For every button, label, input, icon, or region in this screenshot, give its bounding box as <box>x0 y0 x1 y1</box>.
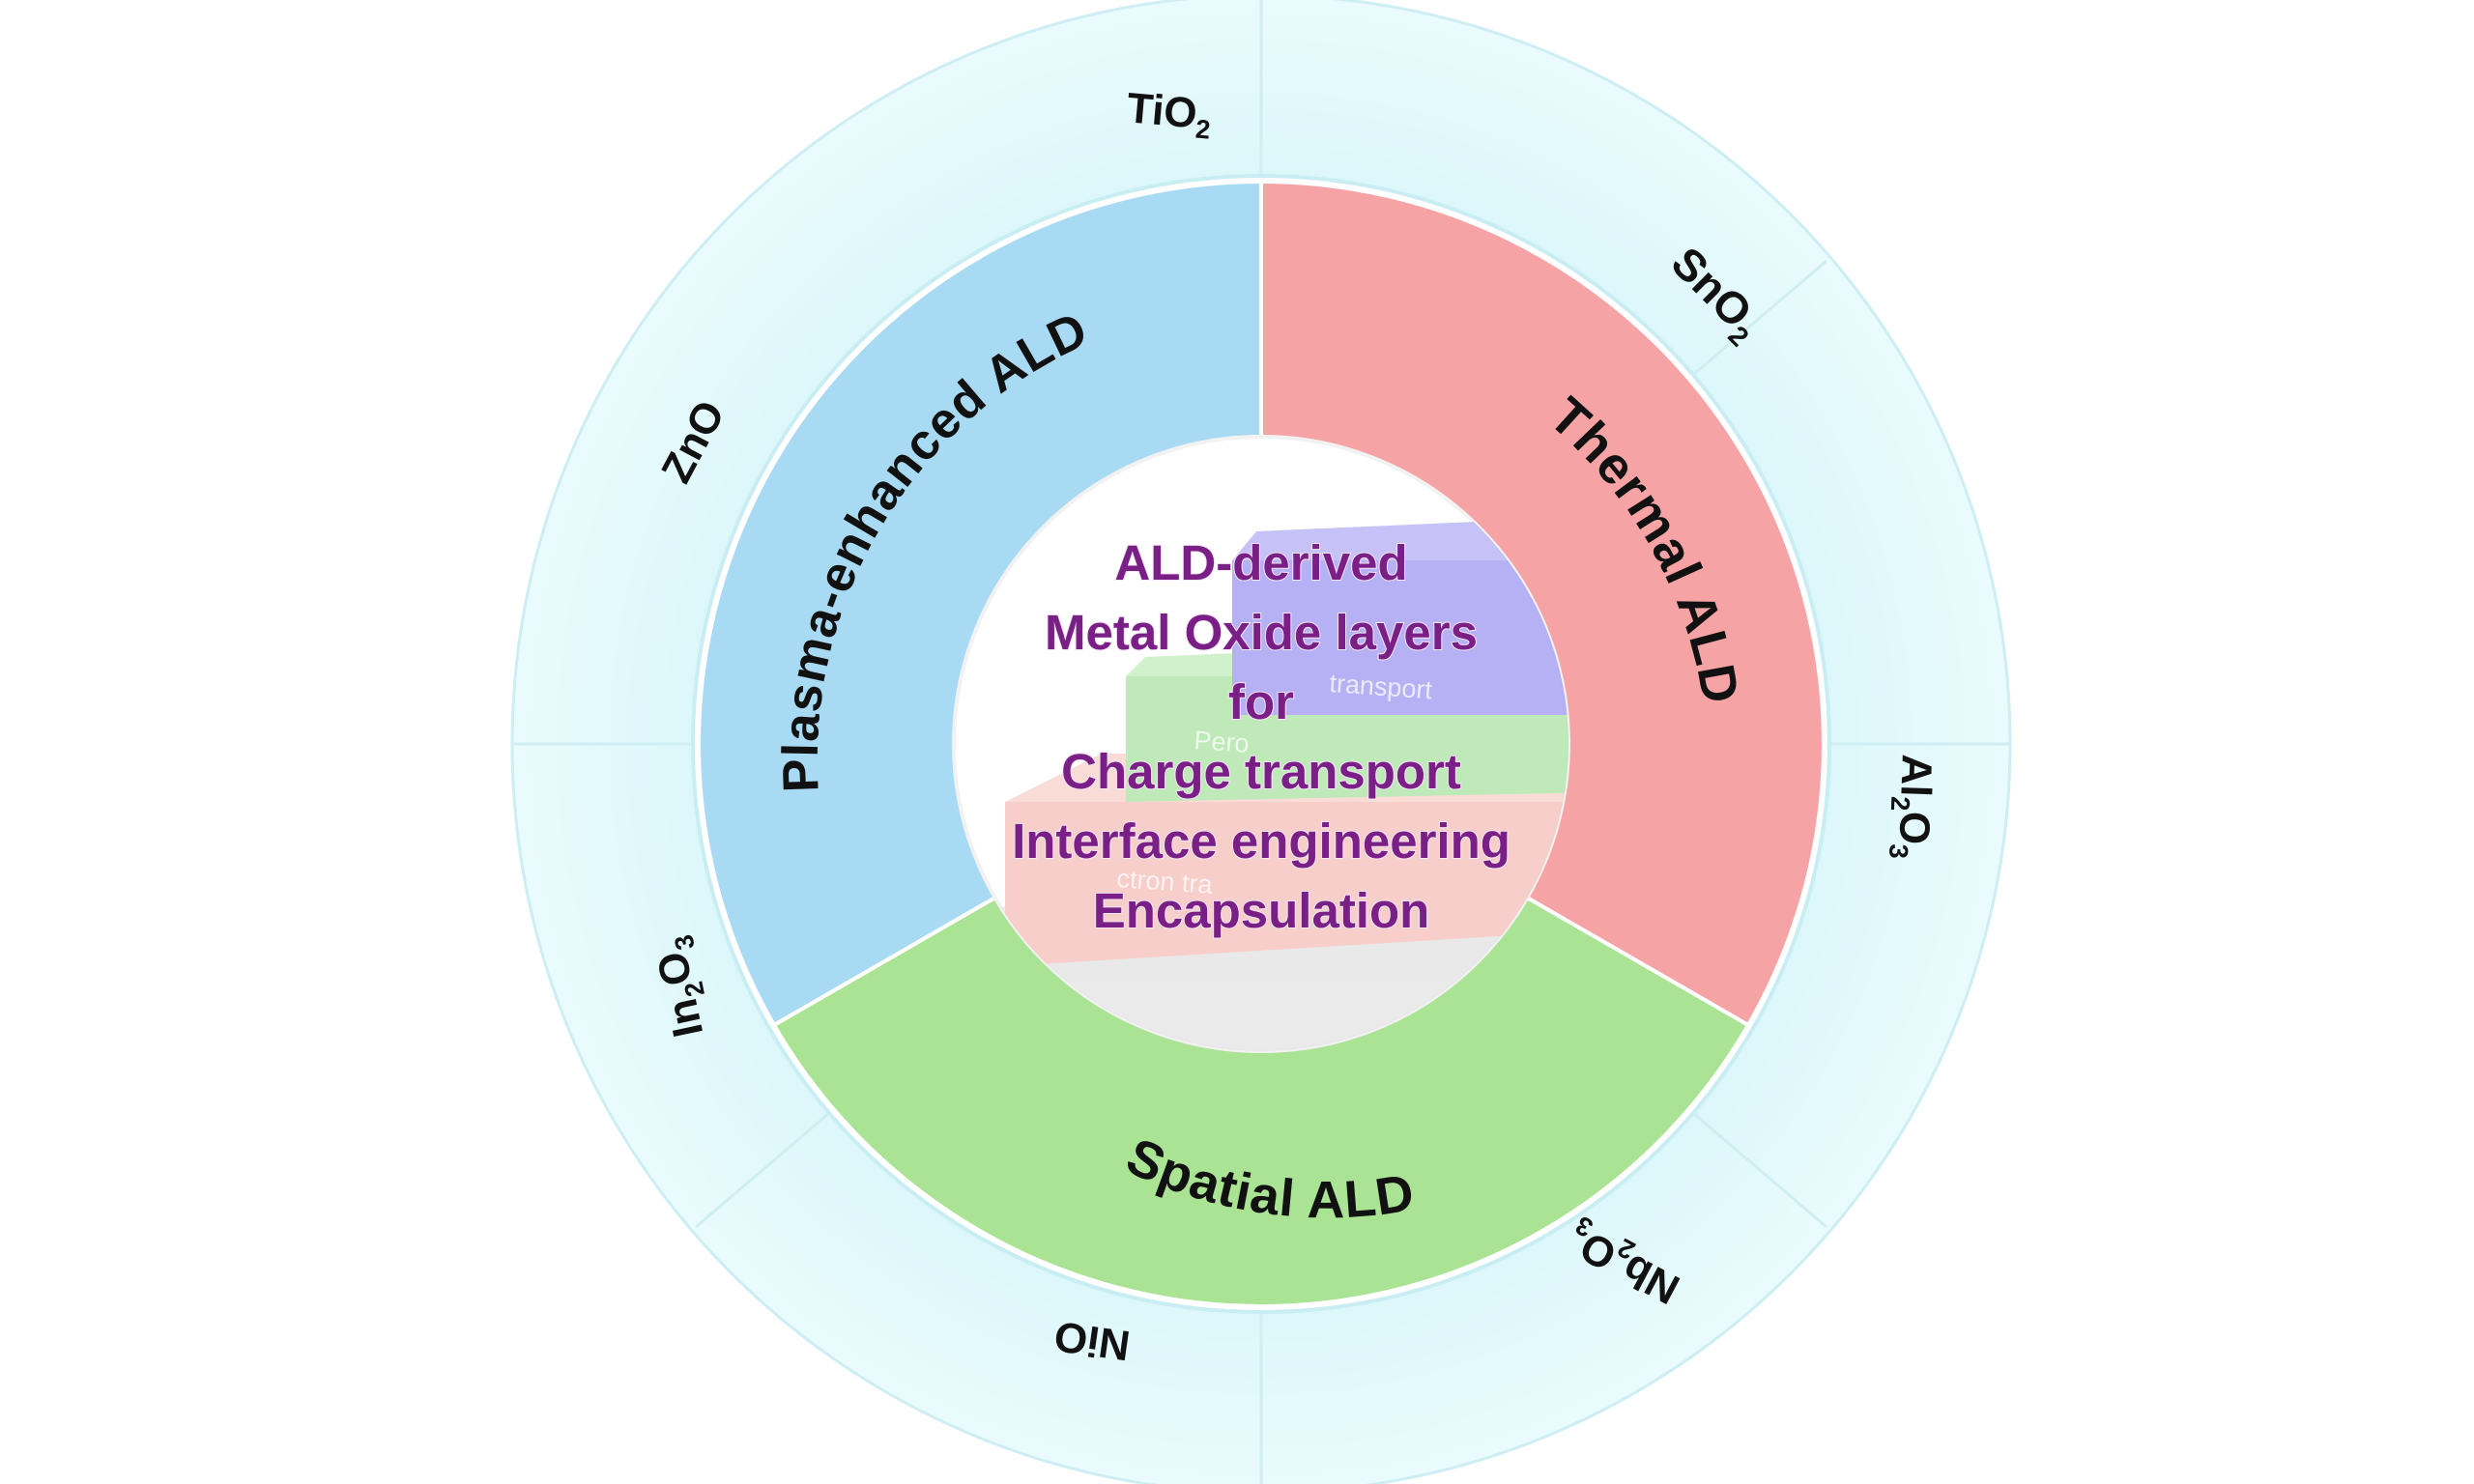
low-layer-label: ctron tra <box>1116 864 1215 899</box>
center-line-1: ALD-derived <box>1114 535 1407 590</box>
oxide-nio: NiO <box>1051 1312 1133 1369</box>
low-layer-face <box>1005 802 1568 966</box>
oxide-tio2: TiO2 <box>1125 84 1214 144</box>
top-layer-label: transport <box>1329 669 1434 704</box>
top-layer-face <box>1232 560 1568 715</box>
center-title: ALD-derived Metal Oxide layers for Charg… <box>1011 534 1511 939</box>
center-line-5: Interface engineering <box>1012 813 1510 869</box>
center-line-2: Metal Oxide layers <box>1045 605 1478 660</box>
device-stack-graphic: transport Pero ctron tra <box>954 517 1568 1051</box>
mid-layer-label: Pero <box>1194 726 1251 758</box>
oxide-al2o3: Al2O3 <box>1884 754 1941 860</box>
center-line-3: for <box>1228 674 1294 729</box>
center-line-4: Charge transport <box>1061 744 1461 799</box>
center-line-6: Encapsulation <box>1093 883 1430 938</box>
